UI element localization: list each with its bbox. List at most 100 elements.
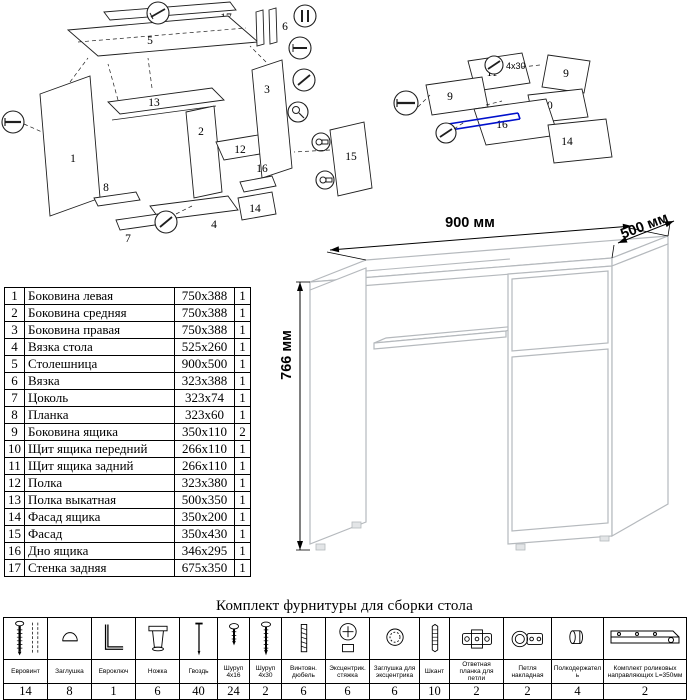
part-size: 266x110 [174,457,235,475]
hw-item-qty: 6 [369,683,420,700]
part-number: 4 [4,338,25,356]
door-panel [329,121,373,197]
plug-cap-cell [47,617,92,660]
part-name: Щит ящика передний [24,440,175,458]
part-name: Планка [24,406,175,424]
leg-cell [135,617,180,660]
roller-guides-cell [603,617,687,660]
part-number: 6 [4,372,25,390]
part-number: 5 [4,355,25,373]
hw-item-qty: 4 [551,683,604,700]
part-name: Боковина правая [24,321,175,339]
hardware-kit-title: Комплект фурнитуры для сборки стола [216,598,473,614]
hw-item-label: Заглушка [47,658,92,685]
part-callout-9b: 9 [563,68,569,80]
part-name: Боковина средняя [24,304,175,322]
part-callout-6: 6 [282,21,288,33]
hinge-detail-callouts [293,132,335,190]
middle-side-panel [185,105,223,199]
part-size: 346x295 [174,542,235,560]
part-callout-7: 7 [125,233,131,245]
part-qty: 1 [234,321,251,339]
hinge-plate-icon [461,628,492,649]
part-size: 323x74 [174,389,235,407]
hw-item-qty: 1 [91,683,136,700]
overlay-hinge-icon [511,630,543,647]
drawer-facade-panel [547,118,613,164]
drawer-bottom-strip [239,175,277,193]
euroscrew-detail-callout [393,90,431,116]
part-number: 10 [4,440,25,458]
screw-4x16-cell [217,617,250,660]
assembly-guide-lines [69,45,267,101]
part-number: 15 [4,525,25,543]
exploded-view-desk: 17 5 1 13 2 12 3 [1,1,373,245]
part-number: 11 [4,457,25,475]
dimension-width [326,223,669,261]
part-name: Стенка задняя [24,559,175,577]
part-qty: 1 [234,491,251,509]
hw-item-qty: 2 [249,683,282,700]
part-callout-12: 12 [234,144,246,156]
leg-icon [147,625,168,651]
hw-item-label: Шуруп 4x30 [249,658,282,685]
part-callout-14b: 14 [561,136,573,148]
hw-item-label: Шкант [419,658,450,685]
part-callout-13: 13 [148,97,160,109]
part-qty: 1 [234,372,251,390]
part-size: 750x388 [174,304,235,322]
hex-key-icon [104,623,123,650]
part-size: 525x260 [174,338,235,356]
part-qty: 1 [234,508,251,526]
part-size: 675x350 [174,559,235,577]
screw-detail-callout [146,1,170,25]
part-number: 3 [4,321,25,339]
part-size: 350x200 [174,508,235,526]
part-size: 350x110 [174,423,235,441]
part-number: 13 [4,491,25,509]
part-qty: 1 [234,338,251,356]
part-size: 900x500 [174,355,235,373]
part-qty: 1 [234,304,251,322]
cam-lock-icon [338,622,357,652]
part-callout-1: 1 [70,153,76,165]
part-qty: 1 [234,474,251,492]
part-number: 9 [4,423,25,441]
part-qty: 2 [234,423,251,441]
part-qty: 1 [234,440,251,458]
part-number: 8 [4,406,25,424]
dowel-screw-icon [300,623,307,652]
part-number: 7 [4,389,25,407]
roller-guides-icon [610,630,680,643]
part-number: 16 [4,542,25,560]
batten-strip [93,191,141,207]
euro-screw-cell [3,617,48,660]
tie-bar-panels [255,7,278,47]
part-size: 500x350 [174,491,235,509]
drawer-front-panel [237,191,277,221]
hw-item-qty: 14 [3,683,48,700]
hw-item-qty: 2 [449,683,504,700]
hw-item-label: Комплект роликовых направляющих L=350мм [603,658,687,685]
part-size: 323x380 [174,474,235,492]
dowel-screw-cell [281,617,326,660]
part-qty: 1 [234,355,251,373]
dimension-height-label: 766 мм [279,330,295,380]
hw-item-qty: 24 [217,683,250,700]
part-name: Боковина левая [24,287,175,305]
hw-item-qty: 6 [325,683,370,700]
part-size: 323x388 [174,372,235,390]
hw-item-qty: 6 [281,683,326,700]
nail-cell [179,617,218,660]
screw-4x30-icon [260,621,271,655]
part-callout-3: 3 [264,84,270,96]
cam-lock-cell [325,617,370,660]
